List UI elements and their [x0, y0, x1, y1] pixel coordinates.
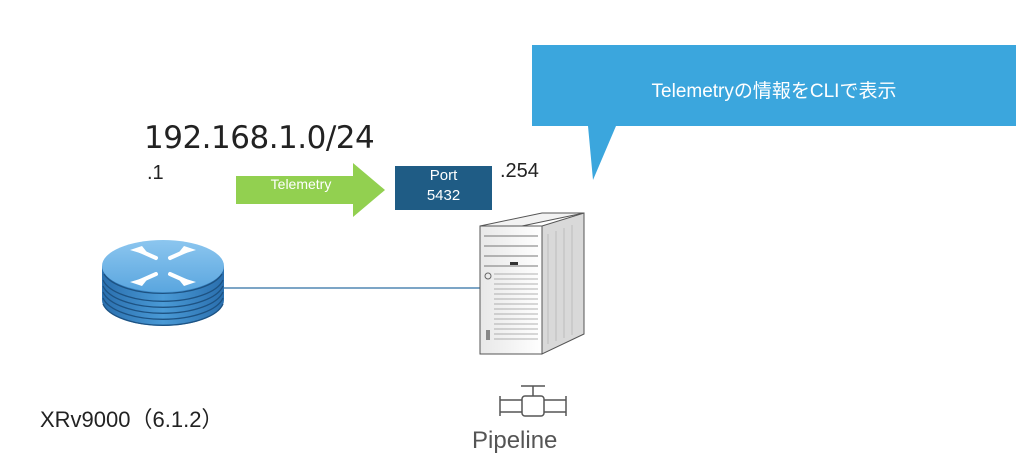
callout-text: Telemetryの情報をCLIで表示	[651, 81, 897, 102]
telemetry-arrow	[236, 163, 385, 217]
callout-bubble	[532, 45, 1016, 180]
tower-server-icon	[479, 212, 585, 355]
router-icon	[102, 240, 224, 326]
port-box	[395, 166, 492, 210]
port-label: Port 5432	[395, 166, 492, 206]
pipe-valve-icon	[499, 385, 567, 417]
router-host-address: .1	[147, 162, 164, 184]
telemetry-arrow-label: Telemetry	[270, 176, 332, 192]
port-number: 5432	[426, 187, 461, 204]
server-host-address: .254	[500, 160, 539, 182]
port-label-line1: Port	[429, 167, 458, 184]
pipeline-label: Pipeline	[472, 427, 558, 454]
router-label: XRv9000（6.1.2）	[40, 407, 224, 432]
subnet-label: 192.168.1.0/24	[144, 120, 375, 156]
